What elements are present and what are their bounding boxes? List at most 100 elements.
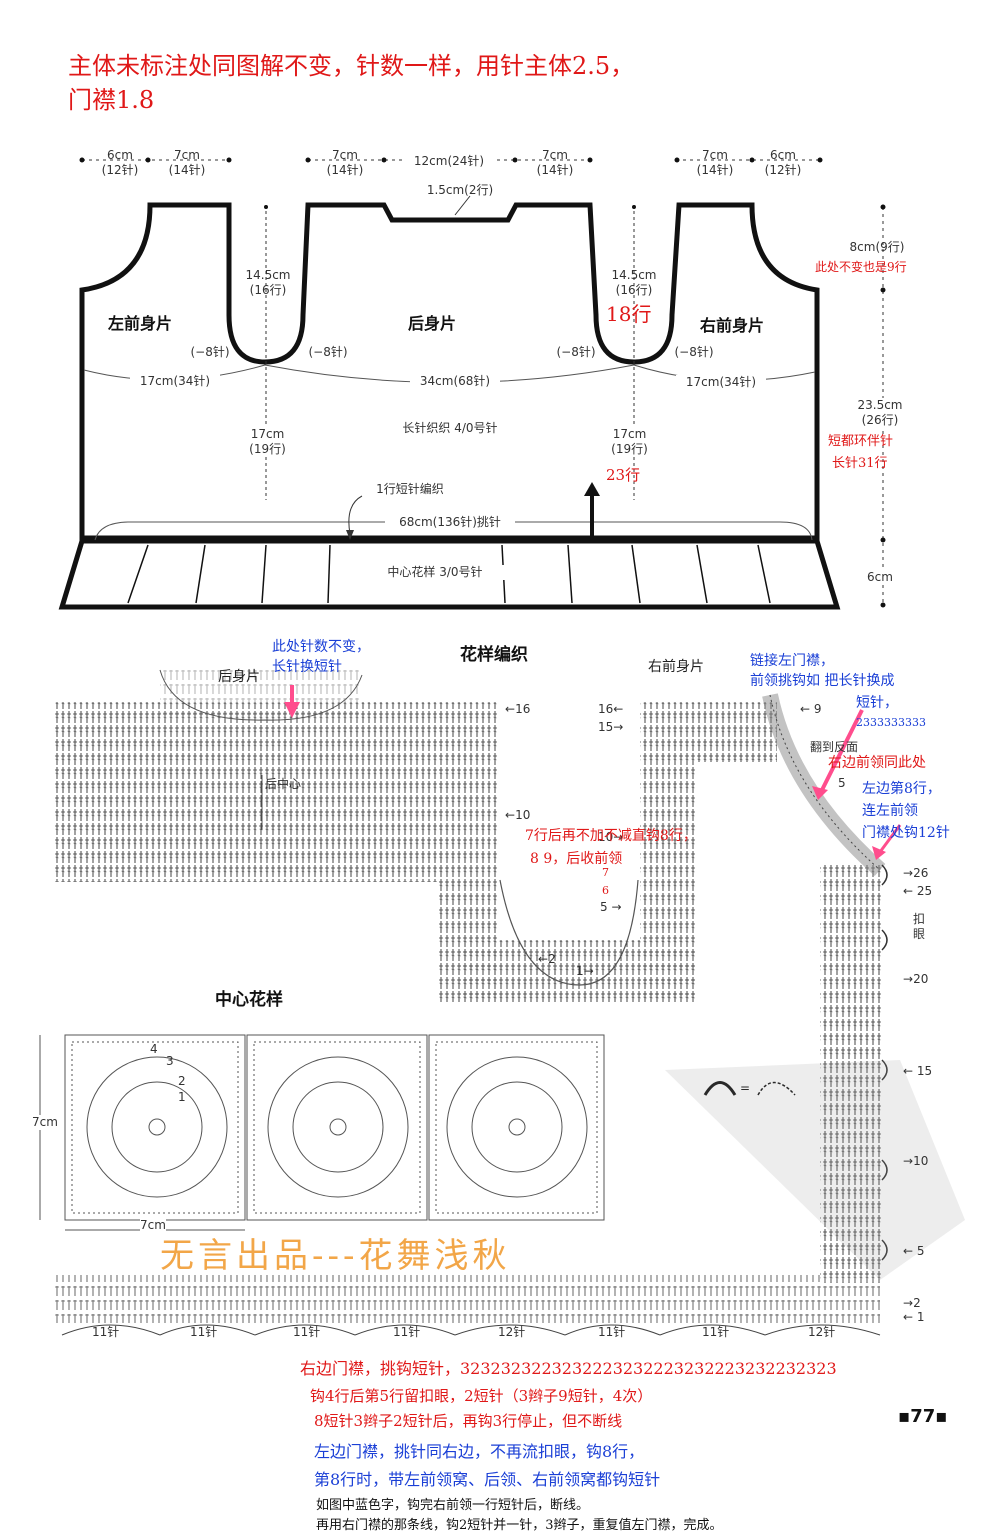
watermark: 无言出品---花舞浅秋 (160, 1236, 511, 1276)
back-center-label: 后中心 (265, 777, 302, 791)
row-label: →26 (903, 866, 929, 880)
row-label: 1→ (576, 964, 594, 978)
row-label: →10 (903, 1154, 929, 1168)
body-length-left: 17cm(19行) (240, 427, 295, 457)
row-label: →2 (903, 1296, 921, 1310)
turn-label: 翻到反面 (810, 740, 859, 754)
buttonhole-label: 扣 眼 (912, 912, 925, 941)
note-right-collar: 右边前领同此处 (828, 755, 926, 771)
bottom-note-1: 右边门襟，挑钩短针，323232322323222323222323222323… (300, 1359, 837, 1378)
chart-right-front-label: 右前身片 (648, 659, 704, 675)
row-label: ←16 (505, 702, 531, 716)
width-back: 34cm(68针) (410, 374, 500, 389)
motif-round-1: 1 (178, 1090, 186, 1104)
note-back-2: 长针换短针 (272, 659, 342, 675)
repeat-count: 11针 (190, 1325, 218, 1339)
note-short-rows: 短都环伴针 (828, 434, 894, 449)
row-label: 5 (838, 776, 846, 790)
row-label: ← 15 (903, 1064, 933, 1078)
note-18-rows: 18行 (606, 302, 652, 326)
repeat-count: 11针 (92, 1325, 120, 1339)
dim-top-5: 7cm(14针) (536, 148, 574, 177)
note-row-7: 7 (602, 866, 609, 879)
note-mid-2: 8 9，后收前领 (530, 851, 623, 867)
top-note-line2: 门襟1.8 (68, 86, 155, 114)
label-back: 后身片 (408, 314, 457, 333)
armhole-right: 14.5cm(16行) (611, 268, 657, 297)
center-pattern-label: 中心花样 (215, 990, 283, 1010)
label-right-front: 右前身片 (700, 316, 765, 335)
width-left: 17cm(34针) (130, 374, 220, 389)
motif-round-3: 3 (166, 1054, 174, 1068)
bottom-note-6: 如图中蓝色字，钩完右前领一行短针后，断线。 (316, 1498, 590, 1513)
dec-4: (−8针) (674, 345, 714, 359)
dim-top-2: 7cm(14针) (168, 148, 206, 177)
dec-1: (−8针) (190, 345, 230, 359)
row-label: 5 → (600, 900, 622, 914)
row-label: →20 (903, 972, 929, 986)
motif-round-2: 2 (178, 1074, 186, 1088)
row-label: ← 5 (903, 1244, 925, 1258)
note-right-3: 短针， (856, 695, 898, 711)
note-left8-1: 左边第8行， (862, 781, 941, 797)
stitch-chart: = (39, 669, 965, 1336)
note-mid-1: 7行后再不加不减直钩8行， (525, 828, 697, 844)
svg-text:=: = (740, 1081, 750, 1095)
bottom-note-4: 左边门襟，挑针同右边，不再流扣眼，钩8行， (314, 1442, 645, 1461)
motif-round-4: 4 (150, 1042, 158, 1056)
body-length-right: 17cm(19行) (602, 427, 657, 457)
dim-top-3: 7cm(14针) (326, 148, 364, 177)
neck-depth: 1.5cm(2行) (426, 183, 494, 197)
bottom-note-2: 钩4行后第5行留扣眼，2短针（3辫子9短针，4次） (310, 1387, 653, 1405)
note-right-2: 前领挑钩如 把长针换成 (750, 673, 895, 689)
row-label: ←10 (505, 808, 531, 822)
bottom-note-5: 第8行时，带左前领窝、后领、右前领窝都钩短针 (314, 1470, 661, 1489)
row-label: ← 1 (903, 1310, 925, 1324)
note-long-31: 长针31行 (832, 456, 888, 471)
note-row-6: 6 (602, 884, 609, 897)
row-label: 16← (598, 702, 624, 716)
bottom-note-7: 再用右门襟的那条线，钩2短针并一针，3辫子，重复值左门襟，完成。 (316, 1518, 723, 1533)
page-number: ▪77▪ (898, 1406, 948, 1427)
note-right-4: 2333333333 (856, 716, 926, 729)
motif-width-dim: 7cm (140, 1218, 166, 1233)
note-back-1: 此处针数不变， (272, 639, 370, 655)
row-label: ←2 (538, 952, 556, 966)
label-left-front: 左前身片 (108, 314, 173, 333)
top-note-line1: 主体未标注处同图解不变，针数一样，用针主体2.5， (68, 52, 635, 80)
bottom-note-3: 8短针3辫子2短针后，再钩3行停止，但不断线 (314, 1412, 623, 1430)
dec-3: (−8针) (556, 345, 596, 359)
repeat-count: 11针 (702, 1325, 730, 1339)
right-dim-8cm: 8cm(9行) (849, 240, 905, 254)
dim-top-1: 6cm(12针) (101, 148, 139, 177)
width-right: 17cm(34针) (676, 375, 766, 390)
row-label: ← 9 (800, 702, 822, 716)
row-label: 10→ (598, 830, 624, 844)
repeat-count: 12针 (498, 1325, 526, 1339)
armhole-left: 14.5cm(16行) (245, 268, 291, 297)
dec-2: (−8针) (308, 345, 348, 359)
note-right-8cm: 此处不变也是9行 (815, 260, 907, 274)
right-dim-23-5: 23.5cm(26行) (850, 398, 910, 428)
pickup-note: 68cm(136针)挑针 (385, 515, 515, 530)
dim-top-6: 7cm(14针) (696, 148, 734, 177)
repeat-count: 12针 (808, 1325, 836, 1339)
row-label: ← 25 (903, 884, 933, 898)
dim-top-7: 6cm(12针) (764, 148, 802, 177)
note-left8-3: 门襟处钩12针 (862, 825, 950, 841)
repeat-count: 11针 (293, 1325, 321, 1339)
note-right-1: 链接左门襟， (750, 653, 834, 669)
chart-title: 花样编织 (460, 645, 528, 665)
short-row-note: 1行短针编织 (376, 482, 444, 496)
band-note: 中心花样 3/0号针 (360, 565, 510, 580)
chart-back-label: 后身片 (218, 669, 260, 685)
right-dim-6cm: 6cm (860, 570, 900, 585)
note-23-rows: 23行 (606, 466, 641, 484)
motif-height-dim: 7cm (32, 1115, 58, 1130)
repeat-count: 11针 (393, 1325, 421, 1339)
row-label: 15→ (598, 720, 624, 734)
note-left8-2: 连左前领 (862, 803, 918, 819)
repeat-count: 11针 (598, 1325, 626, 1339)
dim-top-4: 12cm(24针) (404, 154, 494, 169)
stitch-note: 长针织织 4/0号针 (402, 421, 498, 435)
